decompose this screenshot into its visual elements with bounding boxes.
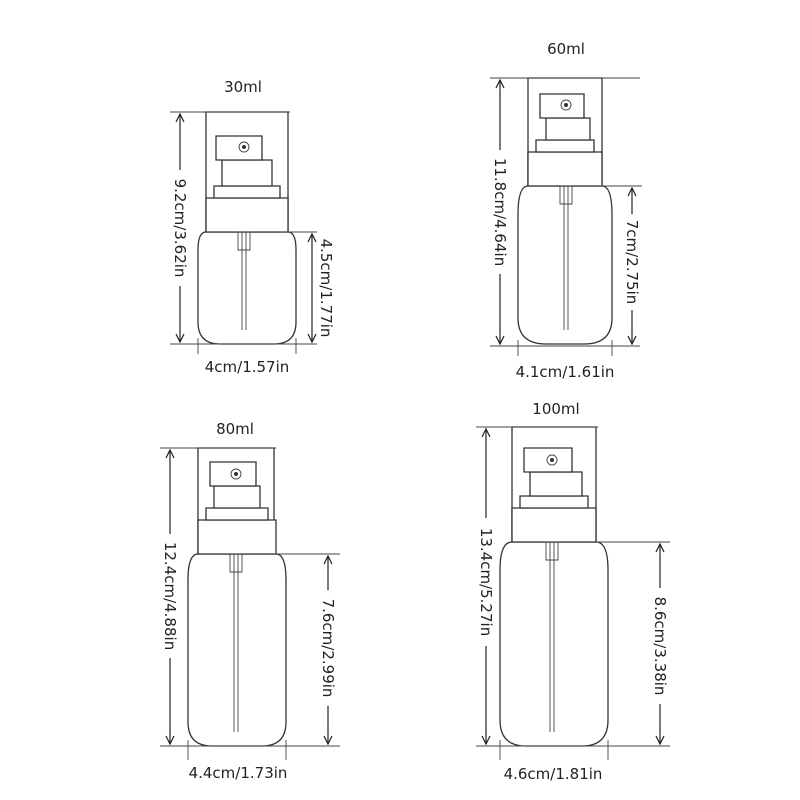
bottle-60ml-body bbox=[517, 185, 613, 345]
bottle-30ml-collar bbox=[205, 197, 289, 233]
bottle-80ml-nozzle-icon bbox=[230, 468, 242, 480]
bottle-80ml-group: 80ml 4.4cm/1.73in 12.4cm/4.88in 7.6cm/2.… bbox=[160, 420, 340, 782]
bottle-60ml-group: 60ml 4.1cm/1.61in 11.8cm/4.64in 7cm/2.75… bbox=[490, 40, 642, 381]
bottle-30ml-pump bbox=[221, 159, 273, 187]
bottle-100ml-nozzle-icon bbox=[546, 454, 558, 466]
bottle-100ml-capacity-label: 100ml bbox=[532, 400, 579, 418]
bottle-60ml-straw-top bbox=[559, 185, 573, 205]
bottle-30ml-nozzle-icon bbox=[238, 141, 250, 153]
bottle-100ml-total-height-label: 13.4cm/5.27in bbox=[477, 528, 495, 636]
bottle-80ml-actuator bbox=[209, 461, 257, 487]
bottle-30ml-neck bbox=[213, 185, 281, 199]
bottle-80ml-capacity-label: 80ml bbox=[216, 420, 254, 438]
bottle-100ml-straw bbox=[549, 542, 555, 732]
bottle-60ml-total-height-label: 11.8cm/4.64in bbox=[491, 158, 509, 266]
bottle-60ml-body-height-label: 7cm/2.75in bbox=[623, 220, 641, 305]
bottle-80ml-pump bbox=[213, 485, 261, 509]
bottle-30ml-capacity-label: 30ml bbox=[224, 78, 262, 96]
bottle-30ml-body bbox=[197, 231, 297, 345]
bottle-60ml-capacity-label: 60ml bbox=[547, 40, 585, 58]
bottle-100ml-neck bbox=[519, 495, 589, 509]
bottle-100ml-body-height-label: 8.6cm/3.38in bbox=[651, 597, 669, 696]
bottle-80ml-neck bbox=[205, 507, 269, 521]
bottle-80ml-drawing bbox=[187, 447, 287, 747]
bottle-80ml-body-height-label: 7.6cm/2.99in bbox=[319, 599, 337, 698]
bottle-60ml-collar bbox=[527, 151, 603, 187]
bottle-60ml-actuator bbox=[539, 93, 585, 119]
bottle-100ml-drawing bbox=[499, 426, 609, 747]
bottle-60ml-drawing bbox=[517, 77, 613, 345]
bottle-30ml-width-label: 4cm/1.57in bbox=[205, 358, 290, 376]
bottle-80ml-collar bbox=[197, 519, 277, 555]
bottle-100ml-pump bbox=[529, 471, 583, 497]
bottle-30ml-drawing bbox=[197, 111, 297, 345]
bottle-100ml-straw-top bbox=[545, 541, 559, 561]
bottle-30ml-body-height-label: 4.5cm/1.77in bbox=[317, 239, 335, 338]
bottle-80ml-nozzle-dot bbox=[234, 472, 238, 476]
bottle-100ml-actuator bbox=[523, 447, 573, 473]
bottle-60ml-nozzle-dot bbox=[564, 103, 568, 107]
bottle-30ml-total-height-label: 9.2cm/3.62in bbox=[171, 179, 189, 278]
bottle-80ml-width-label: 4.4cm/1.73in bbox=[189, 764, 288, 782]
bottle-60ml-straw bbox=[563, 186, 569, 330]
bottle-30ml-straw bbox=[241, 232, 247, 330]
bottle-100ml-nozzle-dot bbox=[550, 458, 554, 462]
bottle-80ml-body bbox=[187, 553, 287, 747]
bottle-100ml-collar bbox=[511, 507, 597, 543]
bottle-80ml-total-height-label: 12.4cm/4.88in bbox=[161, 542, 179, 650]
bottle-30ml-straw-top bbox=[237, 231, 251, 251]
bottle-80ml-straw-top bbox=[229, 553, 243, 573]
bottle-60ml-width-label: 4.1cm/1.61in bbox=[516, 363, 615, 381]
bottle-80ml-dimensions bbox=[160, 447, 340, 760]
bottle-80ml-straw bbox=[233, 554, 239, 732]
bottle-30ml-nozzle-dot bbox=[242, 145, 246, 149]
bottle-60ml-neck bbox=[535, 139, 595, 153]
bottle-30ml-group: 30ml 4cm/1.57in 9.2cm/3.62in 4.5cm/1.77i… bbox=[170, 78, 335, 376]
bottle-60ml-nozzle-icon bbox=[560, 99, 572, 111]
bottle-30ml-dimensions bbox=[170, 111, 322, 354]
bottle-100ml-width-label: 4.6cm/1.81in bbox=[504, 765, 603, 783]
bottle-100ml-group: 100ml 4.6cm/1.81in 13.4cm/5.27in 8.6cm/3… bbox=[476, 400, 670, 783]
bottle-60ml-pump bbox=[545, 117, 591, 141]
